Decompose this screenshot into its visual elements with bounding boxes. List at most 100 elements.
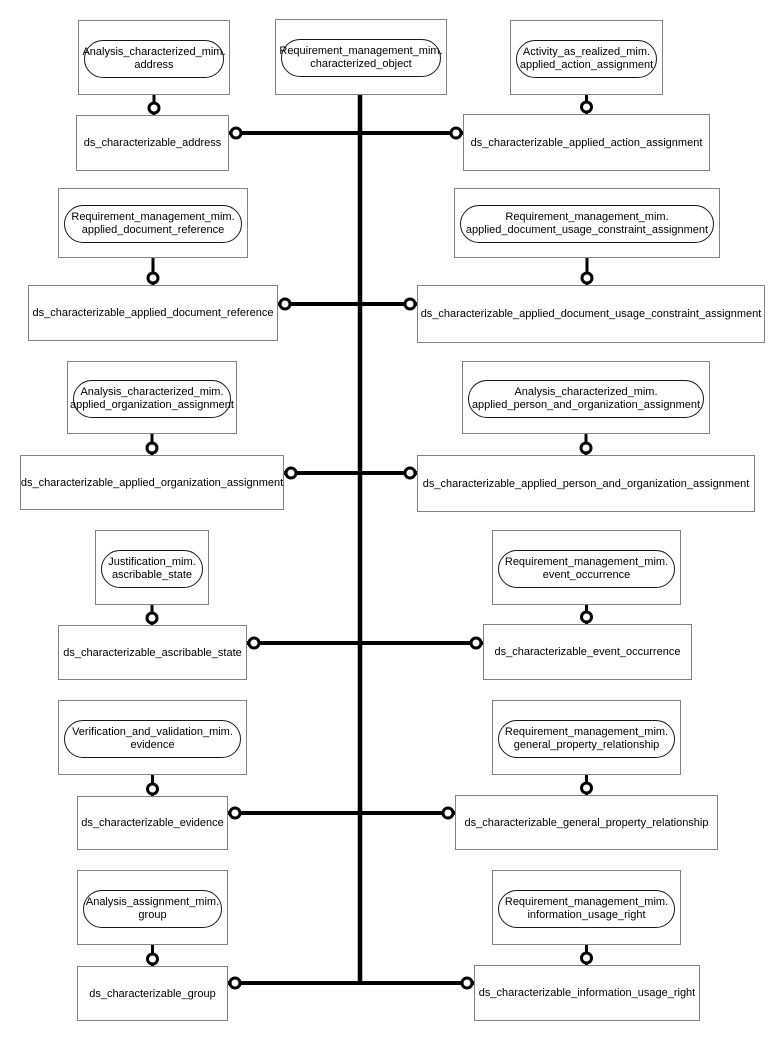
entity-box-ds_characterizable_applied_document_usage_constraint_assignment: ds_characterizable_applied_document_usag…: [417, 285, 765, 343]
branch-circle-row0-right: [449, 126, 463, 140]
ref-oval-applied_action_assignment: Activity_as_realized_mim.applied_action_…: [516, 39, 657, 78]
ref-circle-row2-right: [579, 441, 593, 455]
ref-label-line: applied_document_usage_constraint_assign…: [465, 224, 709, 236]
entity-label: ds_characterizable_applied_document_usag…: [420, 308, 762, 320]
branch-circle-row1-left: [278, 297, 292, 311]
ref-circle-row0-left: [147, 101, 161, 115]
entity-label: ds_characterizable_applied_document_refe…: [32, 307, 274, 319]
ref-box-applied_person_and_organization_assignment: Analysis_characterized_mim.applied_perso…: [462, 361, 710, 434]
ref-oval-ascribable_state: Justification_mim.ascribable_state: [101, 549, 203, 588]
ref-label-line: Analysis_characterized_mim.: [80, 385, 224, 398]
ref-box-event_occurrence: Requirement_management_mim.event_occurre…: [492, 530, 681, 605]
entity-label: ds_characterizable_applied_organization_…: [20, 476, 284, 489]
ref-oval-event_occurrence: Requirement_management_mim.event_occurre…: [498, 549, 675, 588]
entity-label: ds_characterizable_general_property_rela…: [464, 816, 709, 829]
ref-oval-characterized_object: Requirement_management_mim.characterized…: [279, 39, 443, 77]
entity-label: ds_characterizable_applied_action_assign…: [470, 136, 703, 149]
ref-label-line: Justification_mim.: [108, 555, 196, 568]
entity-label: ds_characterizable_ascribable_state: [63, 646, 242, 659]
entity-box-ds_characterizable_general_property_relationship: ds_characterizable_general_property_rela…: [455, 795, 718, 850]
ref-label-line: applied_organization_assignment: [70, 398, 234, 411]
branch-circle-row4-right: [441, 806, 455, 820]
ref-circle-row2-left: [145, 441, 159, 455]
entity-box-ds_characterizable_information_usage_right: ds_characterizable_information_usage_rig…: [474, 965, 700, 1021]
entity-box-ds_characterizable_evidence: ds_characterizable_evidence: [77, 796, 228, 850]
entity-box-ds_characterizable_event_occurrence: ds_characterizable_event_occurrence: [483, 624, 692, 680]
ref-oval-applied_document_reference: Requirement_management_mim.applied_docum…: [64, 205, 242, 243]
ref-box-applied_document_reference: Requirement_management_mim.applied_docum…: [58, 188, 248, 258]
ref-oval-evidence: Verification_and_validation_mim.evidence: [64, 719, 241, 758]
ref-oval-applied_organization_assignment: Analysis_characterized_mim.applied_organ…: [70, 379, 234, 418]
ref-label-line: Analysis_characterized_mim.: [514, 385, 658, 398]
ref-label-line: Requirement_management_mim.: [505, 211, 669, 223]
branch-circle-row0-left: [229, 126, 243, 140]
ref-label-line: Requirement_management_mim.: [71, 211, 235, 223]
ref-label-line: applied_action_assignment: [519, 58, 654, 71]
branch-circle-row1-right: [403, 297, 417, 311]
ref-label-line: general_property_relationship: [513, 738, 660, 751]
ref-circle-row0-right: [580, 100, 593, 114]
entity-box-ds_characterizable_applied_action_assignment: ds_characterizable_applied_action_assign…: [463, 114, 710, 171]
ref-box-ascribable_state: Justification_mim.ascribable_state: [95, 530, 209, 605]
ref-label-line: Requirement_management_mim.: [279, 45, 443, 57]
branch-circle-row5-right: [460, 976, 474, 990]
entity-box-ds_characterizable_applied_organization_assignment: ds_characterizable_applied_organization_…: [20, 455, 284, 510]
branch-circle-row2-right: [403, 466, 417, 480]
ref-label-line: evidence: [130, 738, 175, 751]
branch-circle-row3-left: [247, 636, 261, 650]
ref-box-address: Analysis_characterized_mim.address: [78, 20, 230, 95]
ref-oval-applied_person_and_organization_assignment: Analysis_characterized_mim.applied_perso…: [468, 379, 704, 418]
ref-circle-row3-left: [145, 611, 159, 625]
ref-label-line: Requirement_management_mim.: [504, 725, 669, 738]
entity-label: ds_characterizable_applied_person_and_or…: [422, 477, 750, 490]
ref-label-line: Analysis_assignment_mim.: [85, 895, 220, 908]
ref-circle-row3-right: [580, 610, 593, 624]
ref-oval-general_property_relationship: Requirement_management_mim.general_prope…: [498, 719, 675, 758]
ref-box-applied_action_assignment: Activity_as_realized_mim.applied_action_…: [510, 20, 663, 95]
ref-label-line: event_occurrence: [542, 568, 631, 581]
entity-box-ds_characterizable_address: ds_characterizable_address: [76, 115, 229, 171]
ref-label-line: applied_document_reference: [81, 224, 225, 236]
ref-oval-applied_document_usage_constraint_assignment: Requirement_management_mim.applied_docum…: [460, 205, 714, 243]
ref-box-applied_organization_assignment: Analysis_characterized_mim.applied_organ…: [67, 361, 237, 434]
ref-label-line: characterized_object: [310, 58, 412, 70]
ref-label-line: ascribable_state: [111, 568, 193, 581]
branch-circle-row4-left: [228, 806, 242, 820]
entity-box-ds_characterizable_group: ds_characterizable_group: [77, 966, 228, 1021]
branch-circle-row2-left: [284, 466, 298, 480]
entity-label: ds_characterizable_information_usage_rig…: [478, 987, 696, 999]
ref-label-line: Activity_as_realized_mim.: [522, 45, 651, 58]
ref-label-line: Verification_and_validation_mim.: [72, 725, 233, 738]
ref-circle-row5-right: [580, 951, 593, 965]
ref-label-line: Requirement_management_mim.: [504, 555, 669, 568]
ref-label-line: applied_person_and_organization_assignme…: [471, 398, 701, 411]
ref-circle-row4-left: [146, 782, 159, 796]
ref-box-characterized_object: Requirement_management_mim.characterized…: [275, 19, 447, 95]
entity-box-ds_characterizable_ascribable_state: ds_characterizable_ascribable_state: [58, 625, 247, 680]
ref-oval-address: Analysis_characterized_mim.address: [82, 39, 226, 78]
ref-box-general_property_relationship: Requirement_management_mim.general_prope…: [492, 700, 681, 775]
entity-box-ds_characterizable_applied_person_and_organization_assignment: ds_characterizable_applied_person_and_or…: [417, 455, 755, 512]
ref-label-line: Analysis_characterized_mim.: [82, 45, 226, 58]
ref-box-applied_document_usage_constraint_assignment: Requirement_management_mim.applied_docum…: [454, 188, 720, 258]
ref-circle-row1-left: [146, 271, 160, 285]
entity-box-ds_characterizable_applied_document_reference: ds_characterizable_applied_document_refe…: [28, 285, 278, 341]
ref-oval-information_usage_right: Requirement_management_mim.information_u…: [498, 889, 675, 928]
entity-label: ds_characterizable_group: [89, 987, 216, 1000]
branch-circle-row5-left: [228, 976, 242, 990]
ref-label-line: information_usage_right: [527, 908, 646, 921]
ref-oval-group: Analysis_assignment_mim.group: [83, 889, 222, 928]
ref-circle-row1-right: [580, 271, 594, 285]
ref-label-line: group: [138, 908, 167, 921]
branch-circle-row3-right: [469, 636, 483, 650]
ref-circle-row4-right: [580, 781, 593, 795]
ref-label-line: address: [134, 58, 174, 71]
ref-label-line: Requirement_management_mim.: [504, 895, 669, 908]
entity-label: ds_characterizable_event_occurrence: [494, 646, 681, 658]
ref-box-group: Analysis_assignment_mim.group: [77, 870, 228, 945]
entity-label: ds_characterizable_address: [83, 137, 222, 149]
ref-box-evidence: Verification_and_validation_mim.evidence: [58, 700, 247, 775]
ref-box-information_usage_right: Requirement_management_mim.information_u…: [492, 870, 681, 945]
ref-circle-row5-left: [146, 952, 159, 966]
